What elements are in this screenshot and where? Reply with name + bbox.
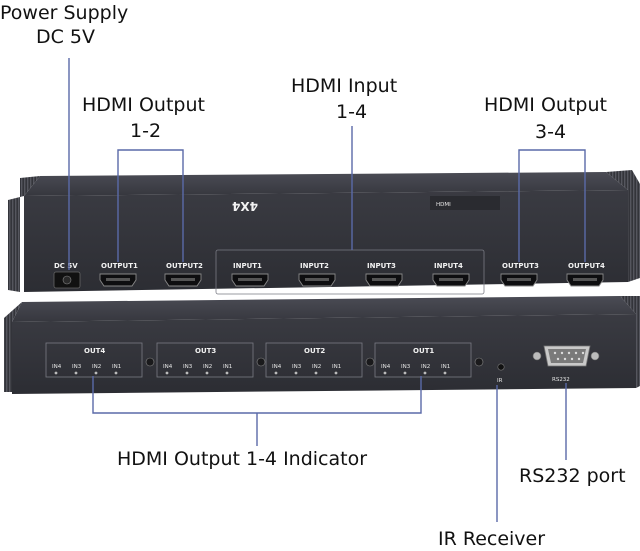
indicator-group-out2 xyxy=(265,342,363,378)
led-label: IN1 xyxy=(112,364,121,370)
hdmi-port-contacts xyxy=(439,278,463,281)
led-indicator xyxy=(185,371,189,375)
led-indicator xyxy=(423,371,427,375)
brand-text: 4X4 xyxy=(232,199,258,213)
indicator-label: HDMI Output 1-4 Indicator xyxy=(117,448,368,470)
indicator-group-label: OUT4 xyxy=(84,347,105,355)
indicator-group-out4 xyxy=(45,342,143,378)
port-label-output1: OUTPUT1 xyxy=(101,262,138,270)
led-indicator xyxy=(314,371,318,375)
led-label: IN2 xyxy=(92,364,101,370)
led-indicator xyxy=(74,371,78,375)
led-label: IN2 xyxy=(421,364,430,370)
power-supply-label: Power Supply xyxy=(0,2,129,24)
ir-label: IR xyxy=(497,378,503,384)
port-label-output3: OUTPUT3 xyxy=(502,262,539,270)
front-face xyxy=(24,190,628,292)
hdmi-port-contacts xyxy=(573,278,597,281)
select-button xyxy=(365,357,375,367)
led-label: IN4 xyxy=(272,364,282,370)
select-button xyxy=(474,357,484,367)
brand-logo-text: HDMI xyxy=(436,202,451,208)
hdmi-output-34-range: 3-4 xyxy=(535,121,567,143)
led-label: IN1 xyxy=(332,364,341,370)
rear-face xyxy=(12,314,636,394)
hdmi-input-label: HDMI Input xyxy=(291,75,398,97)
output12-bracket xyxy=(117,149,184,262)
select-button xyxy=(256,357,266,367)
led-label: IN3 xyxy=(292,364,302,370)
port-label-input3: INPUT3 xyxy=(367,262,396,270)
input-group-frame xyxy=(215,249,485,295)
rear-left-fins xyxy=(4,302,22,392)
led-indicator xyxy=(294,371,298,375)
indicator-group-label: OUT2 xyxy=(304,347,325,355)
rear-unit xyxy=(4,296,640,394)
hdmi-input-range: 1-4 xyxy=(336,101,368,123)
ir-receiver-label: IR Receiver xyxy=(438,528,546,550)
port-label-output2: OUTPUT2 xyxy=(166,262,203,270)
led-label: IN3 xyxy=(72,364,82,370)
led-indicator xyxy=(403,371,407,375)
port-label-input4: INPUT4 xyxy=(434,262,463,270)
led-indicator xyxy=(383,371,387,375)
hdmi-port-contacts xyxy=(171,278,195,281)
led-label: IN4 xyxy=(381,364,391,370)
indicator-group-label: OUT1 xyxy=(413,347,434,355)
led-indicator xyxy=(225,371,229,375)
led-label: IN1 xyxy=(223,364,232,370)
led-label: IN4 xyxy=(163,364,173,370)
hdmi-port-contacts xyxy=(507,278,531,281)
led-label: IN1 xyxy=(441,364,450,370)
rs232-port-label: RS232 port xyxy=(519,465,626,487)
led-label: IN3 xyxy=(401,364,411,370)
front-ports: OUTPUT1 OUTPUT2 INPUT1 INPUT2 INPUT3 INPUT4 OU… xyxy=(99,262,605,287)
led-indicator xyxy=(274,371,278,375)
rs232-text: RS232 xyxy=(552,377,570,383)
hdmi-port-contacts xyxy=(238,278,262,281)
led-label: IN2 xyxy=(203,364,212,370)
led-indicator xyxy=(334,371,338,375)
port-label-input1: INPUT1 xyxy=(233,262,262,270)
rs232-connector xyxy=(532,345,600,367)
right-fins xyxy=(606,170,640,282)
led-indicator xyxy=(54,371,58,375)
indicator-group-out1 xyxy=(374,342,472,378)
led-indicator xyxy=(94,371,98,375)
port-label-output4: OUTPUT4 xyxy=(568,262,605,270)
output34-bracket xyxy=(518,149,586,262)
port-label-input2: INPUT2 xyxy=(300,262,329,270)
hdmi-output-12-label: HDMI Output xyxy=(82,94,205,116)
led-label: IN2 xyxy=(312,364,321,370)
front-unit: 4X4 HDMI DC 5V xyxy=(8,170,640,295)
indicator-group-label: OUT3 xyxy=(195,347,216,355)
brand-logo xyxy=(430,196,500,210)
front-unit-top xyxy=(24,172,628,196)
hdmi-output-12-range: 1-2 xyxy=(130,120,162,142)
power-voltage-label: DC 5V xyxy=(36,26,96,48)
led-label: IN3 xyxy=(183,364,193,370)
led-indicator xyxy=(165,371,169,375)
led-indicator xyxy=(205,371,209,375)
select-button xyxy=(145,357,155,367)
hdmi-port-contacts xyxy=(372,278,396,281)
dc-label: DC 5V xyxy=(54,262,78,270)
led-indicator xyxy=(443,371,447,375)
ir-receiver-window xyxy=(497,363,505,371)
indicator-group-out3 xyxy=(156,342,254,378)
hdmi-output-34-label: HDMI Output xyxy=(484,94,607,116)
hdmi-port-contacts xyxy=(305,278,329,281)
hdmi-port-contacts xyxy=(106,278,130,281)
callout-lines xyxy=(68,58,586,522)
led-label: IN4 xyxy=(52,364,62,370)
left-fins xyxy=(8,176,40,292)
led-indicator xyxy=(114,371,118,375)
rear-unit-top xyxy=(12,296,636,322)
